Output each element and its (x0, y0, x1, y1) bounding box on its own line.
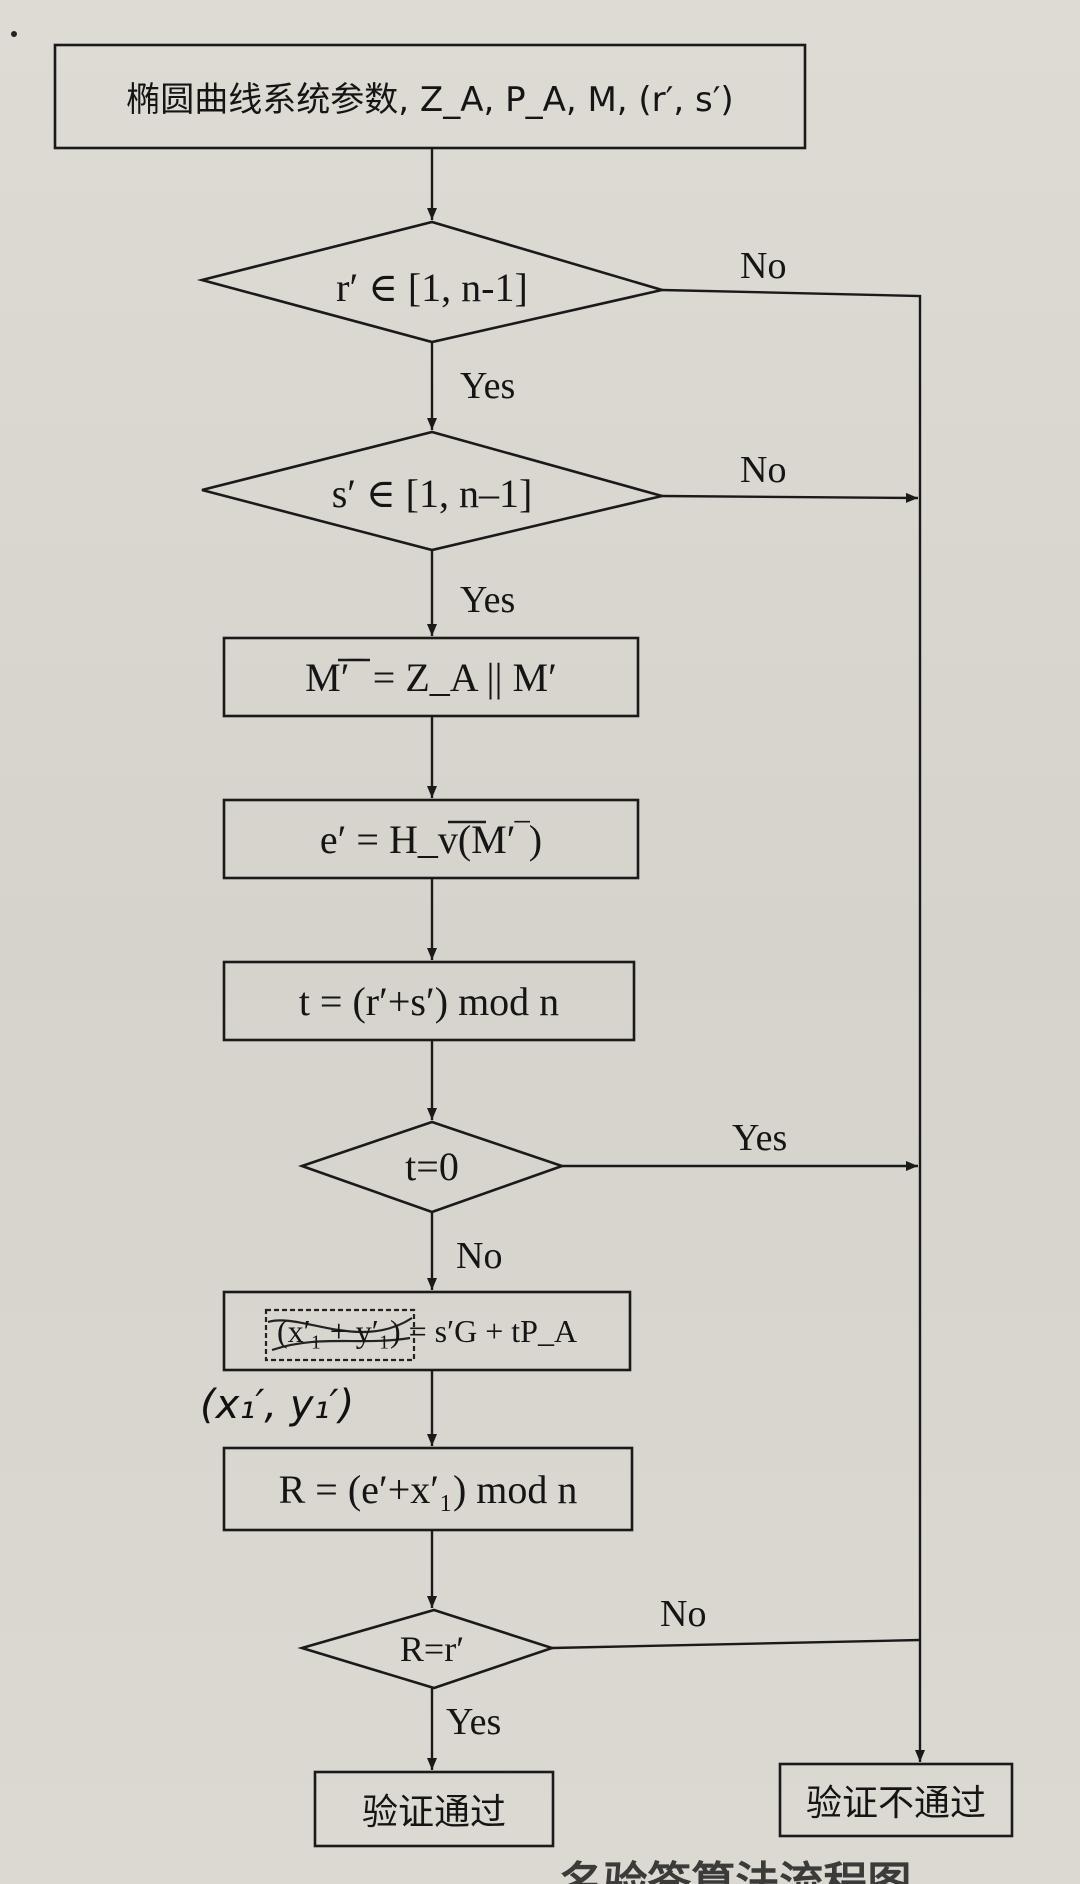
fail-label: 验证不通过 (805, 1783, 986, 1824)
start-label: 椭圆曲线系统参数, Z_A, P_A, M, (r′, s′) (126, 80, 734, 120)
edge-label-R-no: No (660, 1593, 707, 1635)
handwritten-note: (x₁′, y₁′) (200, 1382, 355, 1428)
scribble-box (264, 1308, 416, 1362)
edge-label-R-yes: Yes (446, 1701, 502, 1743)
edge-label-t-no: No (456, 1235, 503, 1277)
concat-label: M′‾ = Z_A || M′ (305, 654, 557, 700)
figure-caption: … 名验签算法流程图 (500, 1858, 912, 1884)
compute-R-box (222, 1446, 634, 1532)
edge-r-no (661, 288, 925, 1762)
check-R-label: R=r′ (399, 1629, 465, 1669)
edge-label-t-yes: Yes (732, 1117, 788, 1159)
edge-R-no (551, 1638, 921, 1650)
edge-s-no (661, 492, 919, 503)
point-box (222, 1290, 632, 1372)
compute-t-box (222, 960, 636, 1042)
pass-box (313, 1770, 555, 1848)
stray-dot (11, 31, 17, 37)
edge-label-s-yes: Yes (460, 579, 516, 621)
point-label: (x′₁ + y′₁) = s′G + tP_A (276, 1312, 578, 1349)
check-r-label: r′ ∈ [1, n-1] (336, 264, 528, 310)
check-t-label: t=0 (405, 1143, 459, 1189)
edge-label-r-no: No (740, 245, 787, 287)
edge-label-s-no: No (740, 449, 787, 491)
edge-label-r-yes: Yes (460, 365, 516, 407)
compute-R-label: R = (e′+x′₁) mod n (278, 1466, 578, 1512)
hash-label: e′ = H_v(M′‾) (319, 816, 543, 862)
fail-box (778, 1762, 1014, 1838)
pass-label: 验证通过 (361, 1792, 506, 1833)
start-box (53, 43, 807, 150)
check-s-label: s′ ∈ [1, n–1] (331, 470, 533, 516)
scribble-strike (267, 1317, 413, 1334)
compute-t-label: t = (r′+s′) mod n (298, 978, 560, 1024)
scribble-strike-2 (271, 1336, 411, 1352)
